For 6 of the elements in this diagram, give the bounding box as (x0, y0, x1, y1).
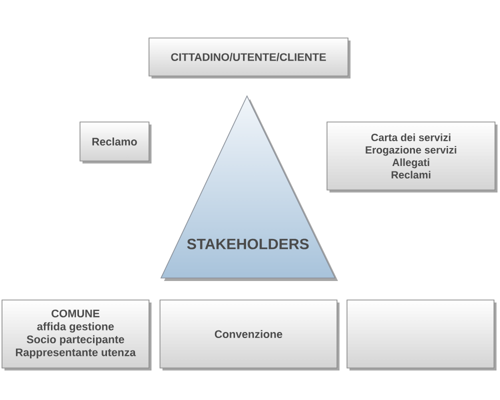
text-box: Carta dei servizi Erogazione servizi Allegati Reclami (326, 122, 498, 192)
text-box: Convenzione (160, 300, 340, 370)
text-box: CITTADINO/UTENTE/CLIENTE (148, 38, 350, 78)
text-box: COMUNE affida gestione Socio partecipante Rappresentante utenza (2, 300, 152, 370)
empty-box (346, 300, 496, 370)
text-box: Reclamo (80, 122, 152, 164)
